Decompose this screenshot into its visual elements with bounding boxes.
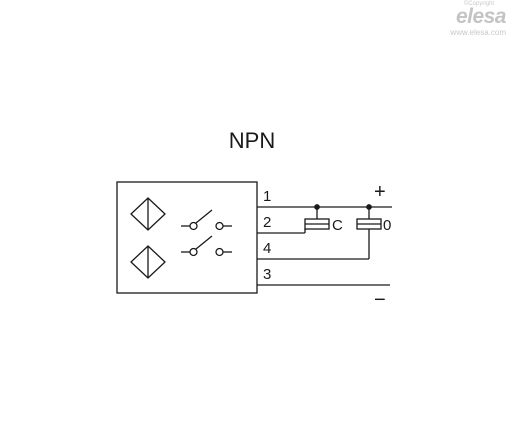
negative-label: − [374, 289, 386, 311]
copyright-text: ©Copyright [463, 1, 494, 7]
pin-3-label: 3 [263, 266, 271, 283]
watermark-url: www.elesa.com [450, 28, 506, 37]
sensor-symbol-bottom [130, 245, 166, 279]
sensor-symbol-top [130, 197, 166, 231]
elesa-logo: elesa [455, 5, 507, 28]
pin-4-label: 4 [263, 240, 271, 257]
load-c [304, 204, 330, 233]
load-0-label: 0 [383, 217, 391, 234]
pin-2-label: 2 [263, 214, 271, 231]
load-c-label: C [332, 217, 343, 234]
elesa-watermark: ©Copyright elesa www.elesa.com [432, 0, 506, 37]
switch-contact-top [181, 209, 232, 231]
switch-contact-bottom [181, 235, 232, 257]
sensor-housing [116, 181, 258, 294]
load-0 [356, 204, 382, 259]
pin-1-label: 1 [263, 188, 271, 205]
positive-label: + [374, 181, 386, 203]
diagram-title: NPN [228, 128, 276, 153]
